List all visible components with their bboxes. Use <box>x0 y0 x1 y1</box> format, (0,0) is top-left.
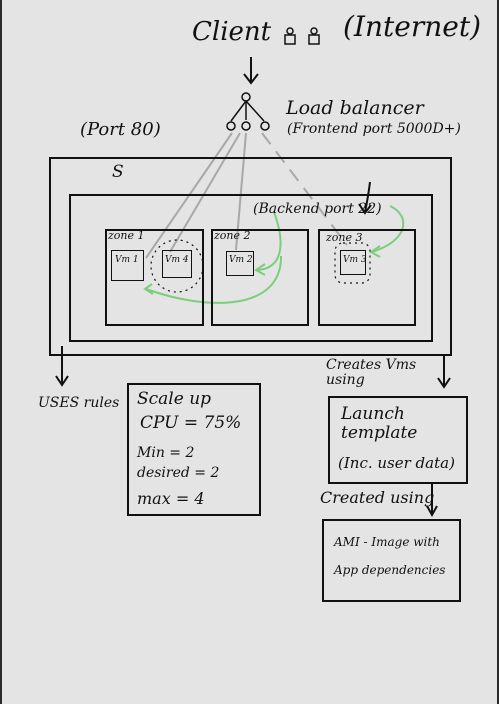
max-rule: max = 4 <box>137 489 205 508</box>
load-balancer-icon <box>226 92 270 131</box>
asg-box <box>69 194 433 342</box>
client-label: Client <box>192 17 272 47</box>
outer-region-box <box>49 157 452 356</box>
launch-to-ami-arrow <box>426 484 438 518</box>
zone3-vm-ring <box>334 242 371 284</box>
health-check-arrows <box>143 205 405 304</box>
backend-port-label: (Backend port 22) <box>253 201 382 217</box>
ami-line-2: App dependencies <box>334 563 446 577</box>
zone-label-2: zone 2 <box>214 229 251 242</box>
ami-line-1: AMI - Image with <box>334 535 440 549</box>
launch-template-title: Launch template <box>341 404 418 443</box>
vm-box <box>111 250 144 281</box>
ami-box <box>322 519 461 602</box>
asg-label: S <box>112 162 124 182</box>
asg-to-launch-arrow <box>437 356 451 389</box>
frontend-port-label: (Frontend port 5000D+) <box>287 121 461 137</box>
uses-rules-label: USES rules <box>38 395 120 411</box>
creates-vms-label: Creates Vms using <box>326 357 417 389</box>
launch-template-box <box>328 396 468 484</box>
internet-label: (Internet) <box>343 10 482 43</box>
backend-port-arrow <box>358 181 372 215</box>
scale-up-label: Scale up <box>137 389 212 409</box>
vm-box <box>162 250 192 278</box>
client-to-lb-arrow <box>243 57 259 85</box>
port-80-label: (Port 80) <box>80 119 161 140</box>
vm-box <box>226 251 254 276</box>
zone-label-3: zone 3 <box>326 231 363 244</box>
zone-box-2 <box>211 229 309 326</box>
zone-label-1: zone 1 <box>108 229 145 242</box>
asg-to-rules-arrow <box>55 346 69 387</box>
min-rule: Min = 2 <box>137 445 195 461</box>
vm-label: Vm 3 <box>343 255 367 265</box>
cpu-rule: CPU = 75% <box>140 413 242 433</box>
vm-box <box>340 250 366 275</box>
created-using-label: Created using <box>320 488 435 507</box>
vm-label: Vm 4 <box>165 255 189 265</box>
zone-box-1 <box>105 229 204 326</box>
launch-template-note: (Inc. user data) <box>338 454 455 472</box>
scaling-rules-box <box>127 383 261 516</box>
vm-label: Vm 2 <box>229 255 253 265</box>
client-users-icon <box>284 27 320 45</box>
vm-label: Vm 1 <box>115 255 139 265</box>
zone-box-3 <box>318 229 416 326</box>
load-balancer-label: Load balancer <box>286 97 424 119</box>
desired-rule: desired = 2 <box>137 465 220 481</box>
